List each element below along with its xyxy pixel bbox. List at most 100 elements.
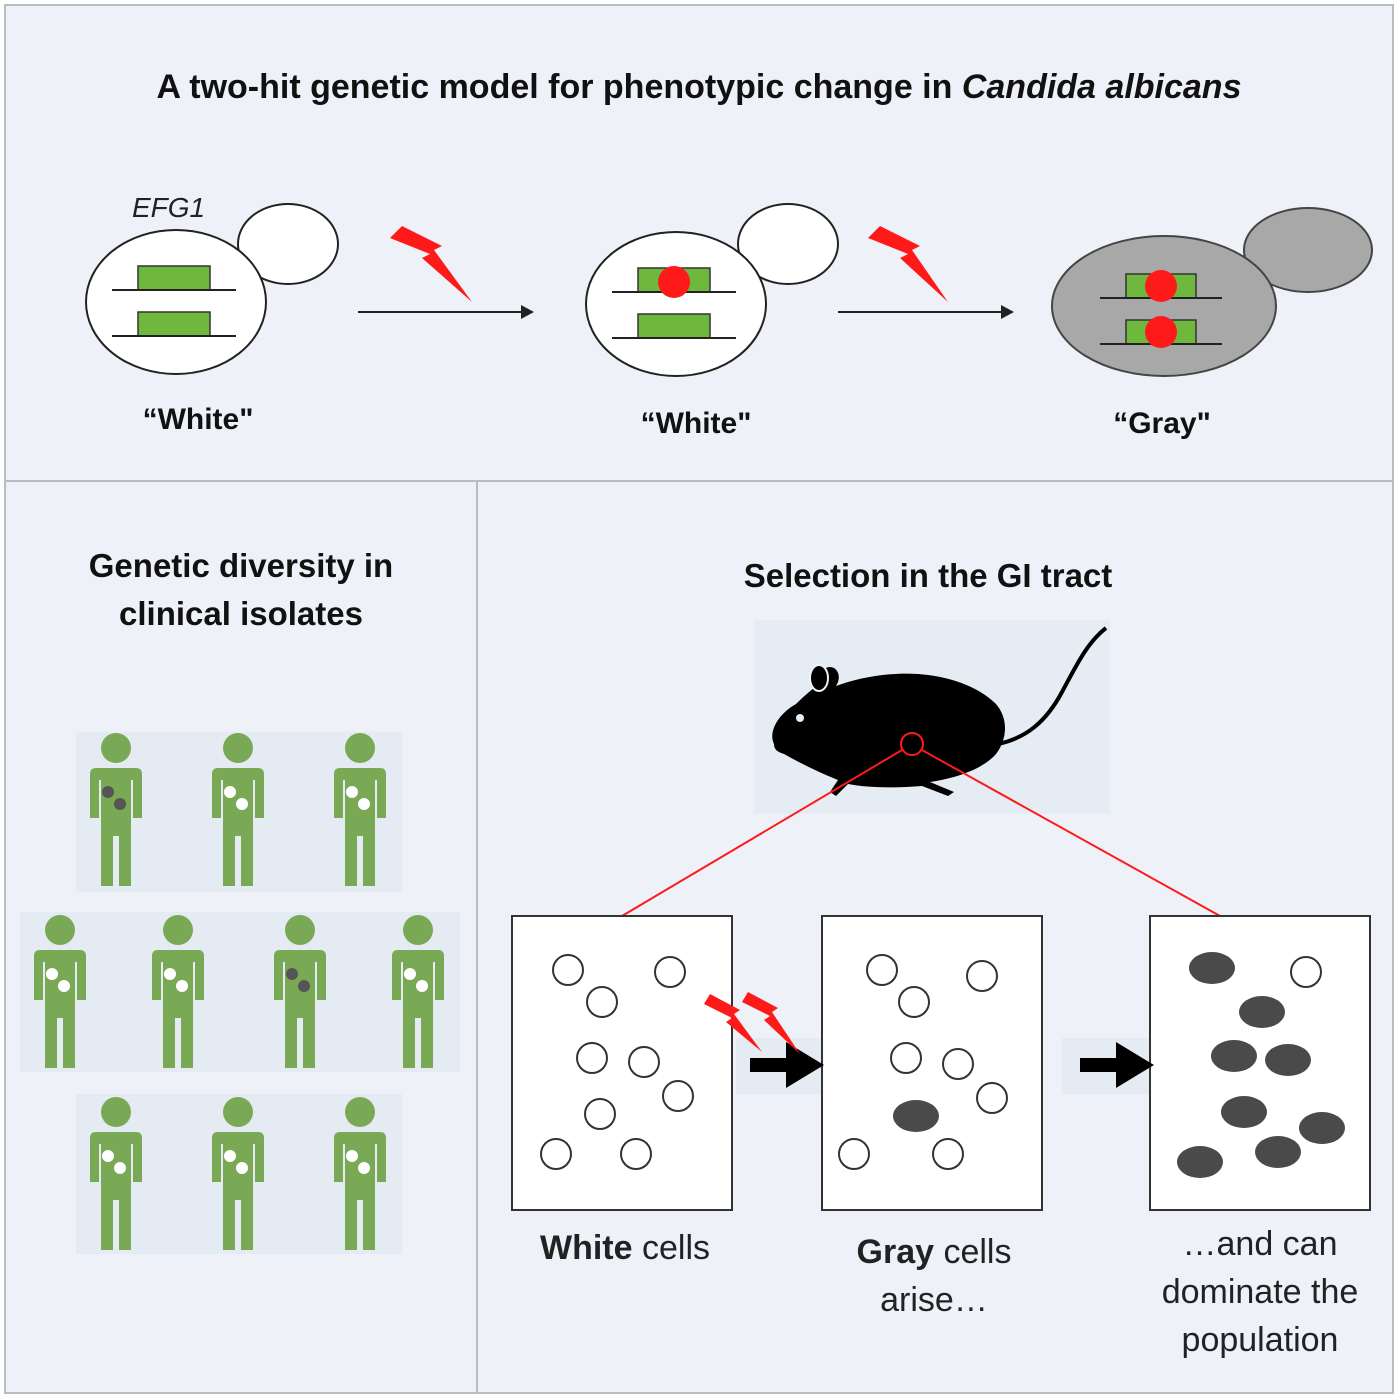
allele-1: [112, 265, 236, 291]
gray-cell: [1211, 1040, 1257, 1072]
allele-2: [612, 313, 736, 339]
cell-gray-homozygous: [1051, 207, 1373, 377]
white-cell: [976, 1082, 1008, 1114]
white-cell: [838, 1138, 870, 1170]
gray-cell: [1189, 952, 1235, 984]
person-icon: [90, 1097, 142, 1250]
person-icon: [34, 915, 86, 1068]
gray-cell: [1177, 1146, 1223, 1178]
cell-label-white-2: “White": [640, 407, 752, 440]
isolate-cell-dot: [224, 1150, 236, 1162]
isolate-cell-dot: [404, 968, 416, 980]
bud: [237, 203, 339, 285]
person-icon: [274, 915, 326, 1068]
white-cell: [586, 986, 618, 1018]
white-cell: [1290, 956, 1322, 988]
cells-box-3: [1177, 952, 1345, 1178]
isolate-cell-dot: [102, 1150, 114, 1162]
selection-diagram: [511, 620, 1371, 1211]
figure-frame: A two-hit genetic model for phenotypic c…: [4, 4, 1394, 1394]
lightning-bolt-icon: [868, 226, 948, 302]
gray-cell: [1299, 1112, 1345, 1144]
mutation-dot: [658, 266, 690, 298]
person-icon: [334, 1097, 386, 1250]
lightning-bolt-icon: [742, 992, 800, 1054]
population-box-white: [511, 915, 733, 1211]
caption-3-line3: population: [1181, 1321, 1339, 1359]
isolate-cell-dot: [358, 1162, 370, 1174]
person-icon: [212, 733, 264, 886]
gut-highlight: [900, 732, 924, 756]
isolate-cell-dot: [176, 980, 188, 992]
isolate-cell-dot: [46, 968, 58, 980]
gray-cell: [1265, 1044, 1311, 1076]
cell-white-wildtype: [85, 203, 339, 375]
allele-1-mutated: [1100, 270, 1222, 302]
caption-box-3: …and can dominate the population: [1130, 1220, 1390, 1364]
isolate-cell-dot: [346, 1150, 358, 1162]
person-icon: [334, 733, 386, 886]
caption-box-1: White cells: [500, 1224, 750, 1272]
person-icon: [90, 733, 142, 886]
clinical-isolates-panel: Genetic diversity in clinical isolates: [6, 482, 478, 1392]
zoom-line-right: [921, 749, 1221, 917]
caption-3-line2: dominate the: [1161, 1273, 1359, 1311]
isolate-cell-dot: [224, 786, 236, 798]
isolate-cell-dot: [358, 798, 370, 810]
mother-cell: [85, 229, 267, 375]
isolate-cell-dot: [298, 980, 310, 992]
two-hit-model-panel: A two-hit genetic model for phenotypic c…: [6, 6, 1392, 482]
isolate-cell-dot: [236, 798, 248, 810]
white-cell: [540, 1138, 572, 1170]
arrow-right-icon: [1080, 1042, 1154, 1088]
white-cell: [942, 1048, 974, 1080]
lightning-bolt-icon: [390, 226, 472, 302]
caption-2-bold: Gray: [856, 1233, 935, 1271]
row-band: [20, 912, 460, 1072]
gray-cell: [1255, 1136, 1301, 1168]
left-title-line2: clinical isolates: [119, 595, 363, 632]
white-cell: [654, 956, 686, 988]
white-cell: [898, 986, 930, 1018]
cell-label-gray: “Gray": [1113, 407, 1211, 440]
isolate-cell-dot: [416, 980, 428, 992]
people-grid: [20, 732, 460, 1254]
caption-3-line1: …and can: [1182, 1225, 1338, 1263]
first-hit-arrow: [358, 305, 534, 319]
isolate-cell-dot: [346, 786, 358, 798]
figure-title: A two-hit genetic model for phenotypic c…: [6, 68, 1392, 107]
cells-box-1: [540, 954, 694, 1170]
white-cell: [584, 1098, 616, 1130]
left-panel-title: Genetic diversity in clinical isolates: [6, 542, 476, 638]
allele-1-mutated: [612, 266, 736, 298]
left-title-line1: Genetic diversity in: [88, 547, 394, 584]
white-cell: [662, 1080, 694, 1112]
white-cell: [628, 1046, 660, 1078]
cells-box-2: [838, 954, 1008, 1170]
gi-selection-panel: Selection in the GI tract: [478, 482, 1392, 1392]
allele-2-mutated: [1100, 316, 1222, 348]
isolate-cell-dot: [102, 786, 114, 798]
gray-cell: [893, 1100, 939, 1132]
person-icon: [152, 915, 204, 1068]
isolate-cell-dot: [164, 968, 176, 980]
isolate-cell-dot: [58, 980, 70, 992]
isolate-cell-dot: [114, 798, 126, 810]
caption-1-rest: cells: [632, 1229, 710, 1267]
arrow-right-icon: [750, 1042, 824, 1088]
title-prefix: A two-hit genetic model for phenotypic c…: [156, 68, 962, 106]
cell-label-white-1: “White": [142, 403, 254, 436]
title-species: Candida albicans: [961, 68, 1242, 106]
gene-label: EFG1: [132, 192, 206, 223]
white-cell: [932, 1138, 964, 1170]
isolate-cell-dot: [236, 1162, 248, 1174]
caption-2-line2: arise…: [880, 1281, 988, 1319]
white-cell: [866, 954, 898, 986]
caption-1-bold: White: [539, 1229, 633, 1267]
white-cell: [966, 960, 998, 992]
isolate-cell-dot: [286, 968, 298, 980]
white-cell: [576, 1042, 608, 1074]
allele-2: [112, 311, 236, 337]
gray-cell: [1239, 996, 1285, 1028]
person-icon: [212, 1097, 264, 1250]
